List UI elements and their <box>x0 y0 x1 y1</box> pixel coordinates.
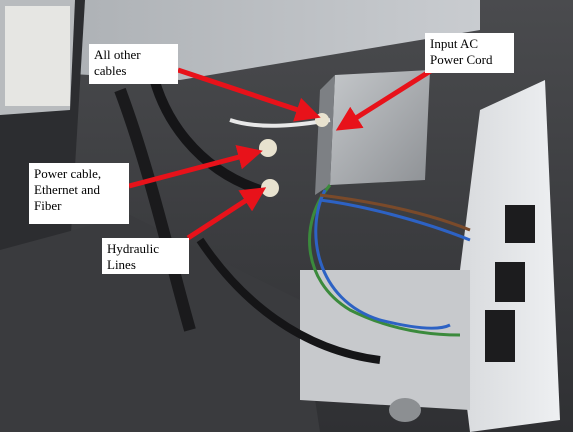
mounting-plate <box>455 80 560 432</box>
bracket <box>300 270 470 410</box>
label-sticker <box>5 6 70 106</box>
arrow-input-ac <box>335 67 434 131</box>
arrow-power <box>128 145 263 189</box>
bottom-connector <box>389 398 421 422</box>
blue-wire <box>314 189 451 330</box>
floor-panel <box>0 215 320 432</box>
arrow-all-other <box>177 67 321 122</box>
blue-wire <box>319 198 471 242</box>
black-cable <box>196 237 381 364</box>
cable-clip <box>259 139 277 157</box>
callout-all-other-cables: All other cables <box>89 44 178 84</box>
power-supply-box <box>330 70 430 185</box>
brown-wire <box>319 193 471 232</box>
callout-input-ac-power-cord: Input AC Power Cord <box>425 33 514 73</box>
terminal-block <box>505 205 535 243</box>
terminal-block <box>485 310 515 362</box>
black-cable <box>114 87 196 332</box>
green-wire <box>308 184 461 337</box>
cable-clip <box>261 179 279 197</box>
cable-clip <box>315 113 329 127</box>
arrow-hydraulic <box>186 187 267 241</box>
callout-hydraulic-lines: Hydraulic Lines <box>102 238 189 274</box>
callout-power-ethernet-fiber: Power cable, Ethernet and Fiber <box>29 163 129 224</box>
terminal-block <box>495 262 525 302</box>
